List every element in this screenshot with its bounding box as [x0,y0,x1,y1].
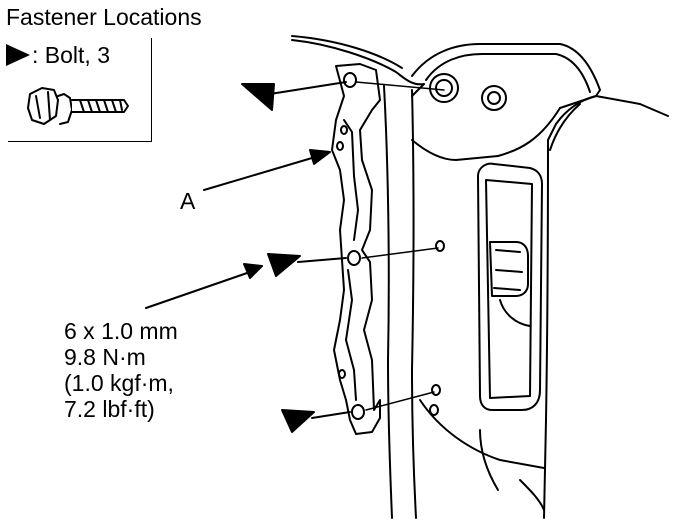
bolt-illustration [27,87,129,125]
bolt-size: 6 x 1.0 mm [64,318,178,344]
bolt-marker-middle [267,253,301,277]
bolt-axis-lines [355,81,445,411]
callout-a-leader [203,149,331,191]
diagram-title: Fastener Locations [6,4,202,30]
legend-row: : Bolt, 3 [6,42,110,68]
callout-label-a: A [180,188,196,214]
bolt-marker-top [241,83,275,111]
torque-nm: 9.8 N·m [64,344,146,370]
bracket-a [331,63,381,435]
legend-box [8,38,152,142]
torque-lbf: 7.2 lbf·ft) [64,396,155,422]
vehicle-body-panel [291,35,669,519]
bolt-marker-bottom [281,409,315,433]
torque-kgf: (1.0 kgf·m, [64,370,174,396]
legend-label: : Bolt, 3 [32,42,110,68]
bolt-location-markers [241,81,351,433]
torque-specification: 6 x 1.0 mm 9.8 N·m (1.0 kgf·m, 7.2 lbf·f… [64,318,178,422]
bolt-marker-icon [6,44,30,66]
torque-spec-leader [145,263,263,309]
